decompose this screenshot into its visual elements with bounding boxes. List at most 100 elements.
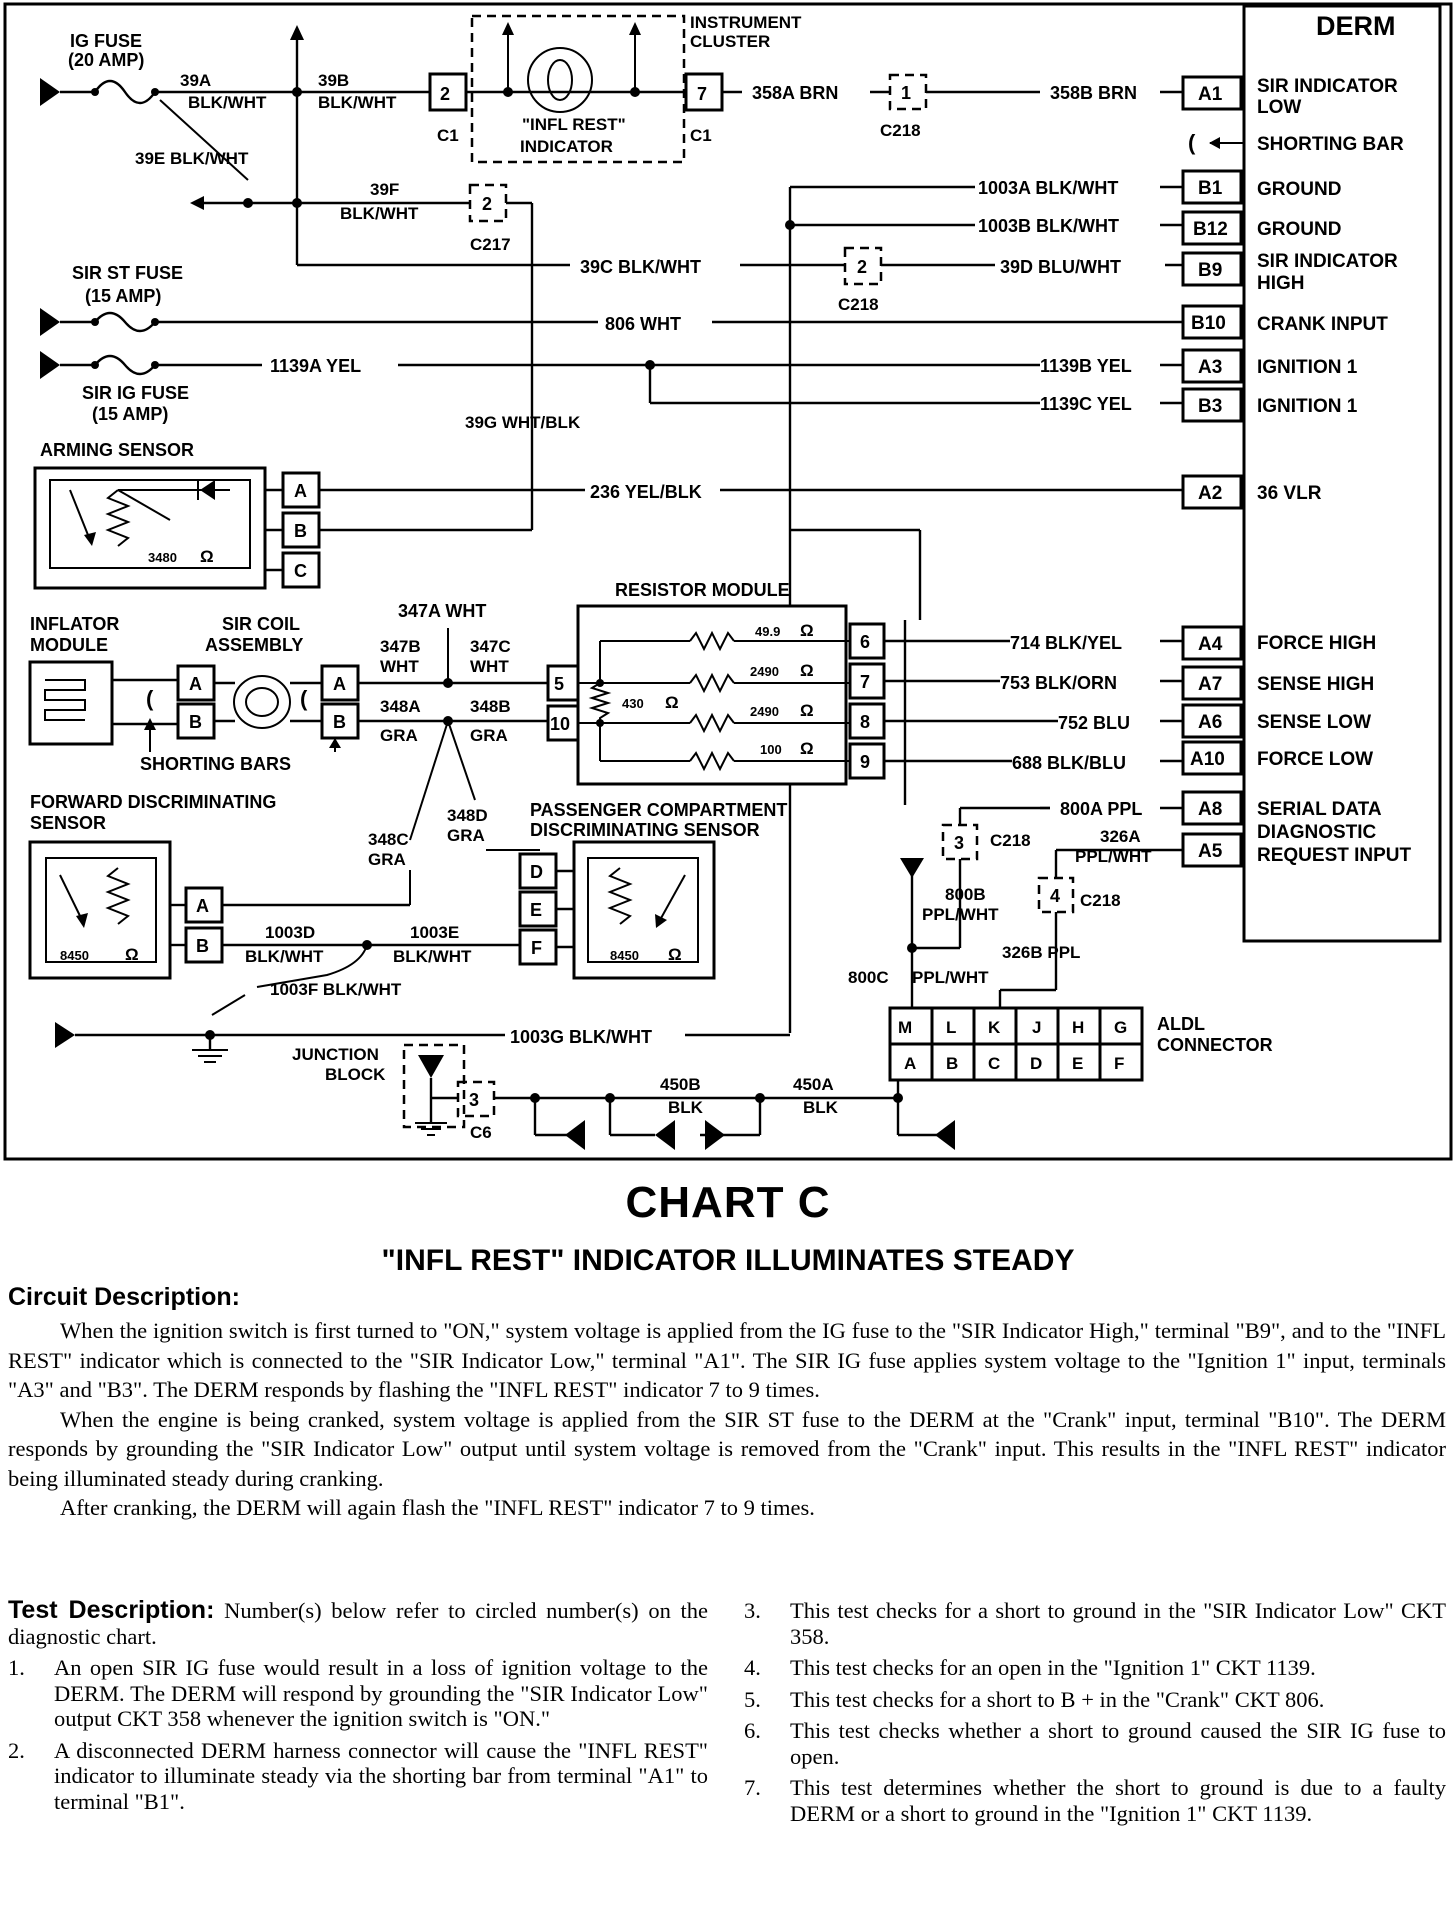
component-label: MODULE bbox=[30, 635, 108, 655]
aldl-pin: E bbox=[1072, 1054, 1083, 1073]
test-description-right: 3.This test checks for a short to ground… bbox=[744, 1598, 1446, 1832]
wire-label: GRA bbox=[470, 726, 508, 745]
test-item: 1.An open SIR IG fuse would result in a … bbox=[8, 1655, 708, 1732]
fuse-feeds: IG FUSE (20 AMP) SIR ST FUSE (15 AMP) SI… bbox=[40, 31, 430, 424]
wire-label: BLK bbox=[668, 1098, 704, 1117]
wire-label: 347A WHT bbox=[398, 601, 486, 621]
inflator-circuit: INFLATOR MODULE ( A B SIR COIL ASSEMBLY … bbox=[28, 601, 548, 869]
terminal-label: SERIAL DATA bbox=[1257, 799, 1382, 820]
wire-label: 800B bbox=[945, 885, 986, 904]
wire-label: 348B bbox=[470, 697, 511, 716]
aldl-pin: H bbox=[1072, 1018, 1084, 1037]
connector-label: C218 bbox=[880, 121, 921, 140]
wire-label: 806 WHT bbox=[605, 314, 681, 334]
terminal-pin: A10 bbox=[1190, 749, 1225, 770]
wire-label: 348D bbox=[447, 806, 488, 825]
test-intro: Number(s) below refer to circled number(… bbox=[8, 1598, 709, 1649]
connector-pin: B bbox=[189, 712, 202, 732]
terminal-pin: A5 bbox=[1198, 841, 1223, 862]
test-item: 3.This test checks for a short to ground… bbox=[744, 1598, 1446, 1649]
circuit-description-heading: Circuit Description: bbox=[8, 1283, 240, 1311]
connector-pin: 4 bbox=[1050, 886, 1060, 906]
terminal-label: IGNITION 1 bbox=[1257, 357, 1358, 378]
test-item-number: 3. bbox=[744, 1598, 761, 1623]
terminal-label: SIR INDICATOR bbox=[1257, 76, 1398, 97]
svg-text:(: ( bbox=[1188, 130, 1196, 155]
test-item: 4.This test checks for an open in the "I… bbox=[744, 1655, 1446, 1681]
ohm-unit: Ω bbox=[800, 621, 814, 640]
derm-module bbox=[1242, 4, 1442, 943]
wire-label: 358A BRN bbox=[752, 83, 838, 103]
circuit-paragraph: When the engine is being cranked, system… bbox=[8, 1406, 1446, 1491]
terminal-pin: A6 bbox=[1198, 712, 1222, 733]
wire-label: 326B PPL bbox=[1002, 943, 1080, 962]
ohm-unit: Ω bbox=[800, 701, 814, 720]
terminal-label: DIAGNOSTIC bbox=[1257, 822, 1377, 843]
wire-label: WHT bbox=[380, 657, 419, 676]
aldl-pin: F bbox=[1114, 1054, 1124, 1073]
aldl-pin: B bbox=[946, 1054, 958, 1073]
passenger-sensor: PASSENGER COMPARTMENT DISCRIMINATING SEN… bbox=[518, 800, 787, 980]
indicator-label: INDICATOR bbox=[520, 137, 613, 156]
svg-text:(: ( bbox=[146, 686, 154, 711]
connector-pin: 9 bbox=[860, 752, 870, 772]
terminal-pin: B1 bbox=[1198, 178, 1223, 199]
indicator-label: "INFL REST" bbox=[522, 115, 626, 134]
wire-label: 347B bbox=[380, 637, 421, 656]
sensor-label: FORWARD DISCRIMINATING bbox=[30, 792, 276, 812]
sensor-label: PASSENGER COMPARTMENT bbox=[530, 800, 787, 820]
wire-label: BLK bbox=[803, 1098, 839, 1117]
wire-label: 1139C YEL bbox=[1040, 394, 1132, 414]
wire-label: 1003G BLK/WHT bbox=[510, 1027, 652, 1047]
wire-label: 1003A BLK/WHT bbox=[978, 178, 1118, 198]
connector-pin: B bbox=[294, 521, 307, 541]
wire-label: GRA bbox=[447, 826, 485, 845]
wire-label: GRA bbox=[368, 850, 406, 869]
aldl-label: CONNECTOR bbox=[1157, 1035, 1273, 1055]
aldl-pin: M bbox=[898, 1018, 912, 1037]
connector-pin: 6 bbox=[860, 632, 870, 652]
resistance-value: 8450 bbox=[610, 948, 639, 963]
resistance-value: 100 bbox=[760, 742, 782, 757]
connector-pin: 3 bbox=[954, 833, 964, 853]
wire-label: WHT bbox=[470, 657, 509, 676]
resistance-value: 8450 bbox=[60, 948, 89, 963]
terminal-pin: A4 bbox=[1198, 634, 1223, 655]
test-item-text: This test determines whether the short t… bbox=[790, 1775, 1446, 1826]
aldl-pin: J bbox=[1032, 1018, 1041, 1037]
wire-label: 236 YEL/BLK bbox=[590, 482, 702, 502]
terminal-pin: A1 bbox=[1198, 84, 1223, 105]
resistor-module: RESISTOR MODULE 5 10 6 7 8 9 430 Ω 49.9 … bbox=[546, 580, 1183, 786]
terminal-pin: B9 bbox=[1198, 260, 1222, 281]
connector-pin: 2 bbox=[440, 84, 450, 104]
cluster-label: INSTRUMENT bbox=[690, 13, 802, 32]
terminal-label: 36 VLR bbox=[1257, 483, 1322, 504]
test-item-text: A disconnected DERM harness connector wi… bbox=[54, 1737, 708, 1814]
arming-sensor: ARMING SENSOR 3480 Ω A B C 236 YEL/BLK bbox=[33, 440, 1183, 590]
fuse-label: (20 AMP) bbox=[68, 50, 144, 70]
ohm-unit: Ω bbox=[665, 693, 679, 712]
aldl-pin: G bbox=[1114, 1018, 1127, 1037]
terminal-pin: B10 bbox=[1191, 313, 1226, 334]
wire-label: BLK/WHT bbox=[245, 947, 324, 966]
test-description-heading: Test Description: bbox=[8, 1596, 215, 1624]
connector-pin: B bbox=[196, 936, 209, 956]
ignition-circuit: 806 WHT 1139A YEL 1139B YEL 1139C YEL 39… bbox=[155, 314, 1183, 432]
svg-text:(: ( bbox=[300, 686, 308, 711]
wire-label: 688 BLK/BLU bbox=[1012, 753, 1126, 773]
fuse-label: IG FUSE bbox=[70, 31, 142, 51]
aldl-pin: C bbox=[988, 1054, 1000, 1073]
connector-pin: 5 bbox=[554, 674, 564, 694]
junction-label: JUNCTION bbox=[292, 1045, 379, 1064]
wire-label: 1003B BLK/WHT bbox=[978, 216, 1119, 236]
terminal-label: SHORTING BAR bbox=[1257, 134, 1404, 155]
chart-subtitle: "INFL REST" INDICATOR ILLUMINATES STEADY bbox=[381, 1244, 1075, 1277]
circuit-paragraph: When the ignition switch is first turned… bbox=[8, 1318, 1446, 1402]
wire-label: GRA bbox=[380, 726, 418, 745]
fuse-label: SIR ST FUSE bbox=[72, 263, 183, 283]
sensor-label: DISCRIMINATING SENSOR bbox=[530, 820, 760, 840]
connector-pin: A bbox=[294, 481, 307, 501]
ohm-unit: Ω bbox=[125, 945, 139, 964]
ig-circuit: 39A BLK/WHT 39B BLK/WHT 39E BLK/WHT 39F … bbox=[135, 25, 1183, 530]
wire-label: 39G WHT/BLK bbox=[465, 413, 581, 432]
